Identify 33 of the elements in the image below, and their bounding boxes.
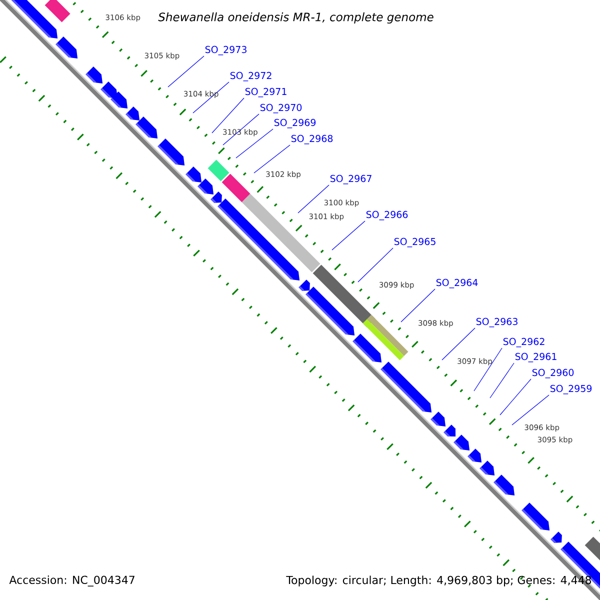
leader-line [400, 288, 436, 322]
leader-line [512, 394, 550, 426]
gene-label: SO_2962 [503, 338, 544, 348]
leader-line [442, 328, 476, 360]
gene-label: SO_2970 [260, 104, 302, 114]
leader-line [500, 378, 532, 416]
leader-line [254, 144, 290, 174]
leader-line [212, 98, 244, 134]
title: Shewanella oneidensis MR-1, complete genome [158, 12, 434, 24]
footer-text: Accession: NC_004347 [9, 576, 134, 586]
gene-label: SO_2960 [532, 368, 574, 378]
leader-line [490, 362, 514, 398]
leader-line [168, 56, 204, 88]
gene-label: SO_2967 [330, 174, 372, 184]
gene-label: SO_2973 [205, 46, 246, 56]
leader-line [358, 248, 394, 282]
gene-label: SO_2964 [436, 278, 478, 288]
leader-line [192, 82, 230, 114]
gene-label: SO_2965 [394, 238, 436, 248]
gene-label: SO_2963 [476, 318, 518, 328]
gene-label: SO_2966 [366, 210, 408, 220]
leader-line [332, 220, 366, 250]
gene-label: SO_2971 [245, 88, 286, 98]
gene-label: SO_2968 [291, 134, 333, 144]
leader-line [222, 114, 260, 146]
gene-label: SO_2959 [550, 384, 592, 394]
gene-label: SO_2969 [274, 118, 316, 128]
leader-line [298, 184, 330, 214]
leader-line [474, 348, 502, 392]
footer-text: Topology: circular; Length: 4,969,803 bp; Genes: 4,448 [286, 576, 592, 586]
leader-line [236, 128, 274, 158]
gene-label: SO_2972 [230, 72, 272, 82]
gene-label: SO_2961 [515, 352, 556, 362]
